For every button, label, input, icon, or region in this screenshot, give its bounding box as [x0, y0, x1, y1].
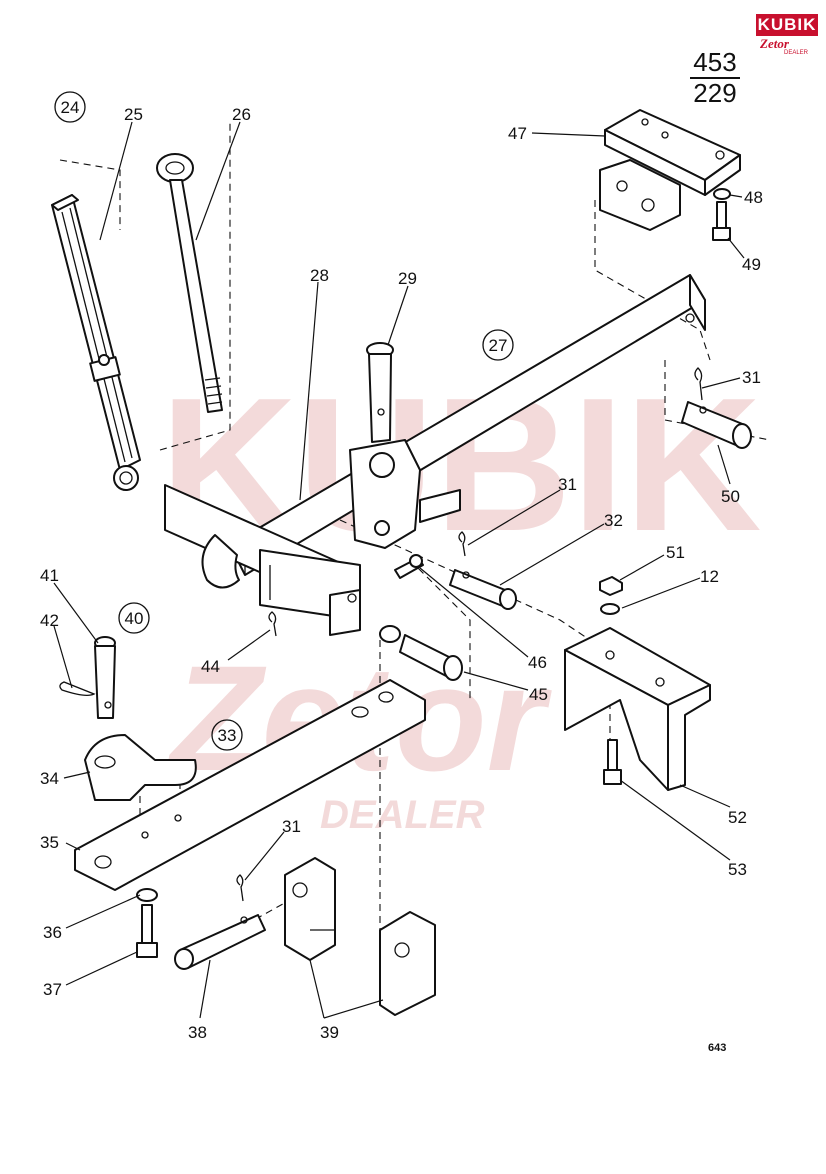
page-number-top: 453 [690, 48, 740, 79]
label-46: 46 [528, 653, 547, 672]
label-41: 41 [40, 566, 59, 585]
part-42-clip [59, 681, 96, 696]
part-38-pin [174, 874, 266, 970]
label-31-upper: 31 [742, 368, 761, 387]
label-34: 34 [40, 769, 59, 788]
label-45: 45 [529, 685, 548, 704]
page-number-bottom: 229 [693, 78, 737, 108]
part-37-bolt [136, 904, 158, 958]
logo-tag: DEALER [784, 50, 809, 56]
part-44-clip [268, 611, 277, 637]
watermark-tag: DEALER [320, 793, 485, 837]
callout-27: 27 [489, 336, 508, 355]
label-36: 36 [43, 923, 62, 942]
label-31-lower: 31 [282, 817, 301, 836]
leader-lines [53, 121, 745, 1019]
label-29: 29 [398, 269, 417, 288]
part-12-washer [600, 603, 620, 615]
part-29-pin [366, 342, 394, 443]
part-47-bracket [599, 109, 741, 231]
part-51-nut [599, 576, 623, 596]
part-35-lower-bar [74, 679, 426, 891]
logo-sub: Zetor [760, 36, 789, 51]
label-52: 52 [728, 808, 747, 827]
callout-24: 24 [61, 98, 80, 117]
part-52-bracket [564, 627, 711, 791]
part-45-pin [379, 625, 463, 681]
part-46-bolt [394, 554, 424, 579]
label-12: 12 [700, 567, 719, 586]
part-39-block-b [379, 911, 436, 1016]
part-41-pin [94, 636, 116, 719]
part-49-bolt [712, 201, 731, 241]
part-53-bolt [603, 739, 622, 785]
label-50: 50 [721, 487, 740, 506]
part-28-frame [164, 439, 461, 636]
part-39-block-a [284, 857, 336, 961]
figure-code: 643 [708, 1042, 727, 1054]
callout-circles: 24 27 33 40 [54, 91, 514, 751]
label-38: 38 [188, 1023, 207, 1042]
part-34-bracket [84, 734, 197, 801]
label-39: 39 [320, 1023, 339, 1042]
part-number-labels: 25 26 28 29 47 48 49 31 50 31 32 51 12 4… [40, 105, 763, 1042]
kubik-zetor-logo: KUBIK Zetor DEALER [756, 14, 818, 56]
part-26-lift-rod [156, 153, 223, 413]
logo-brand: KUBIK [756, 14, 818, 36]
label-48: 48 [744, 188, 763, 207]
label-49: 49 [742, 255, 761, 274]
part-32-pin [449, 531, 517, 610]
label-42: 42 [40, 611, 59, 630]
part-36-washer [136, 888, 158, 902]
label-51: 51 [666, 543, 685, 562]
page-number: 453 229 [690, 48, 740, 107]
label-35: 35 [40, 833, 59, 852]
label-32: 32 [604, 511, 623, 530]
label-28: 28 [310, 266, 329, 285]
label-25: 25 [124, 105, 143, 124]
label-26: 26 [232, 105, 251, 124]
part-50-pin [681, 367, 752, 449]
label-31-mid: 31 [558, 475, 577, 494]
label-47: 47 [508, 124, 527, 143]
callout-33: 33 [218, 726, 237, 745]
part-27-drawbar [229, 274, 706, 576]
label-53: 53 [728, 860, 747, 879]
callout-40: 40 [125, 609, 144, 628]
label-44: 44 [201, 657, 220, 676]
part-25-strut [51, 194, 141, 491]
part-48-washer [713, 188, 731, 200]
label-37: 37 [43, 980, 62, 999]
